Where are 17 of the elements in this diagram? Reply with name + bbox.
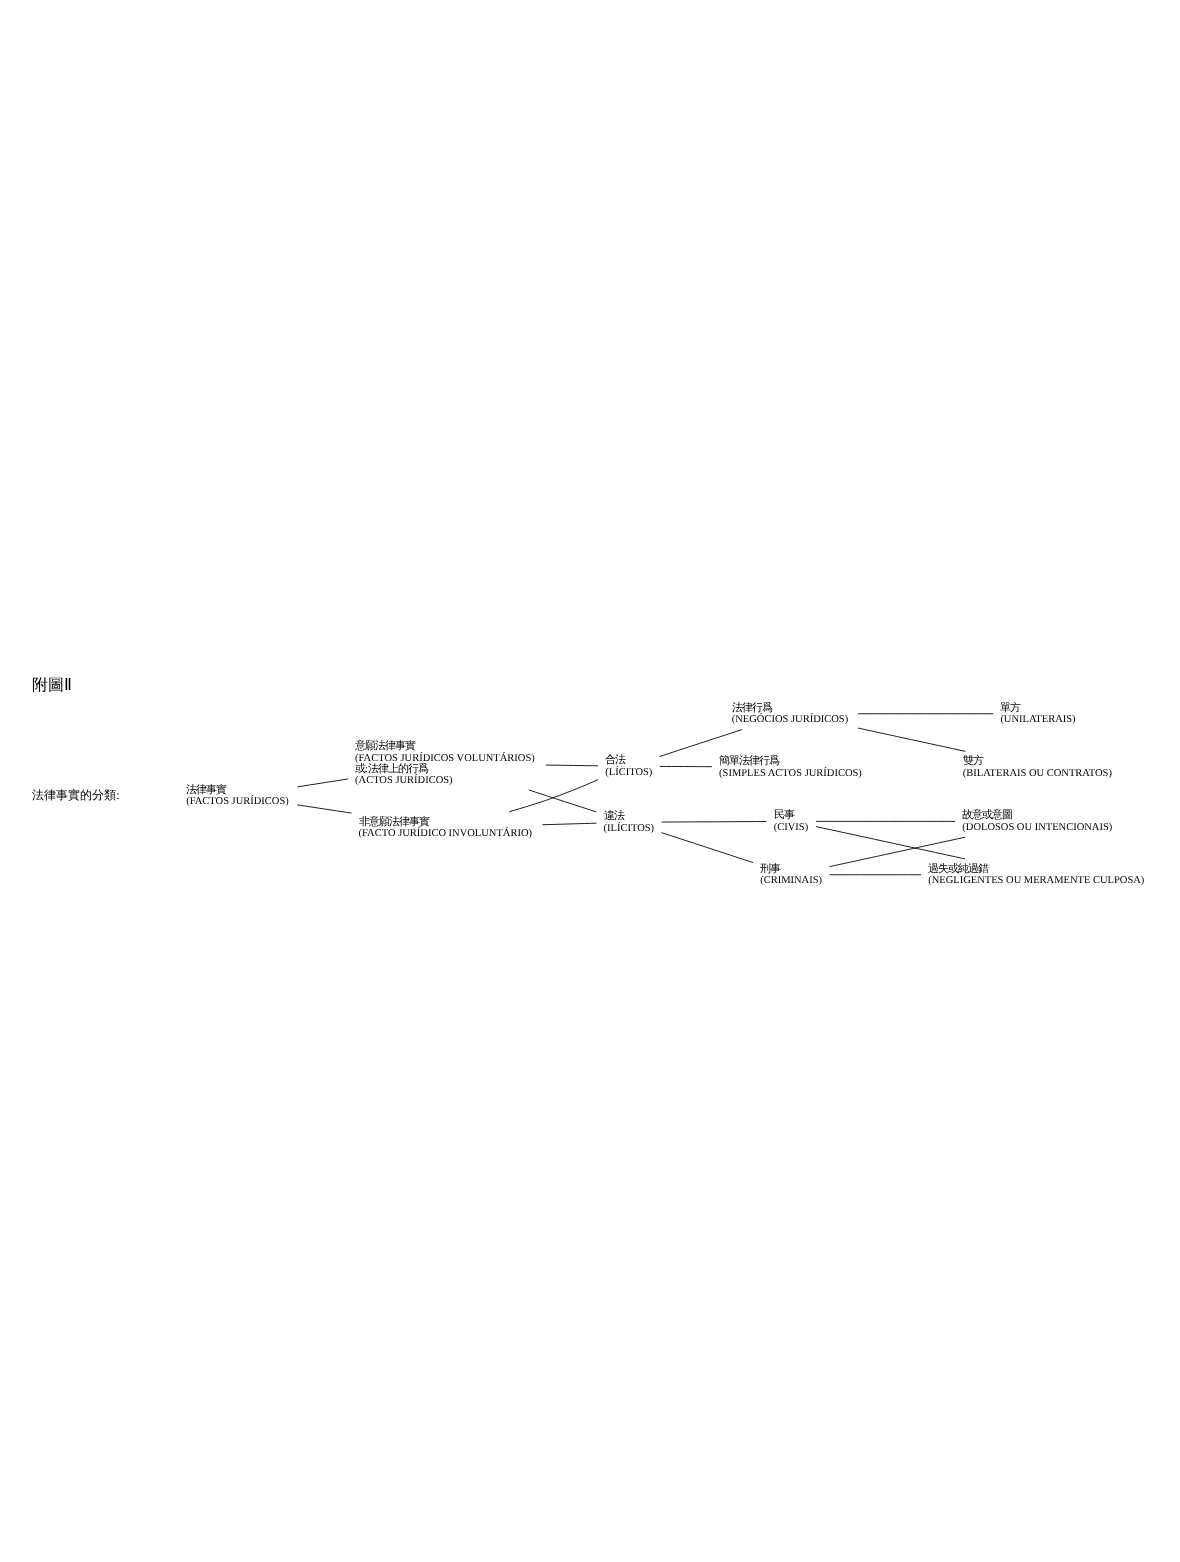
connector <box>815 825 966 859</box>
connector <box>545 763 599 766</box>
connector <box>829 873 922 875</box>
connector <box>857 712 994 714</box>
connector <box>296 803 352 813</box>
connector <box>857 726 966 751</box>
connector <box>528 788 597 812</box>
connector <box>815 819 956 821</box>
connector <box>508 778 599 812</box>
connector <box>659 764 713 767</box>
connector <box>661 820 767 822</box>
connector <box>542 821 597 825</box>
connector <box>659 728 743 756</box>
diagram-title: 附圖Ⅱ <box>31 674 72 693</box>
connector <box>296 777 349 787</box>
connector <box>829 835 966 867</box>
connector <box>661 831 754 862</box>
